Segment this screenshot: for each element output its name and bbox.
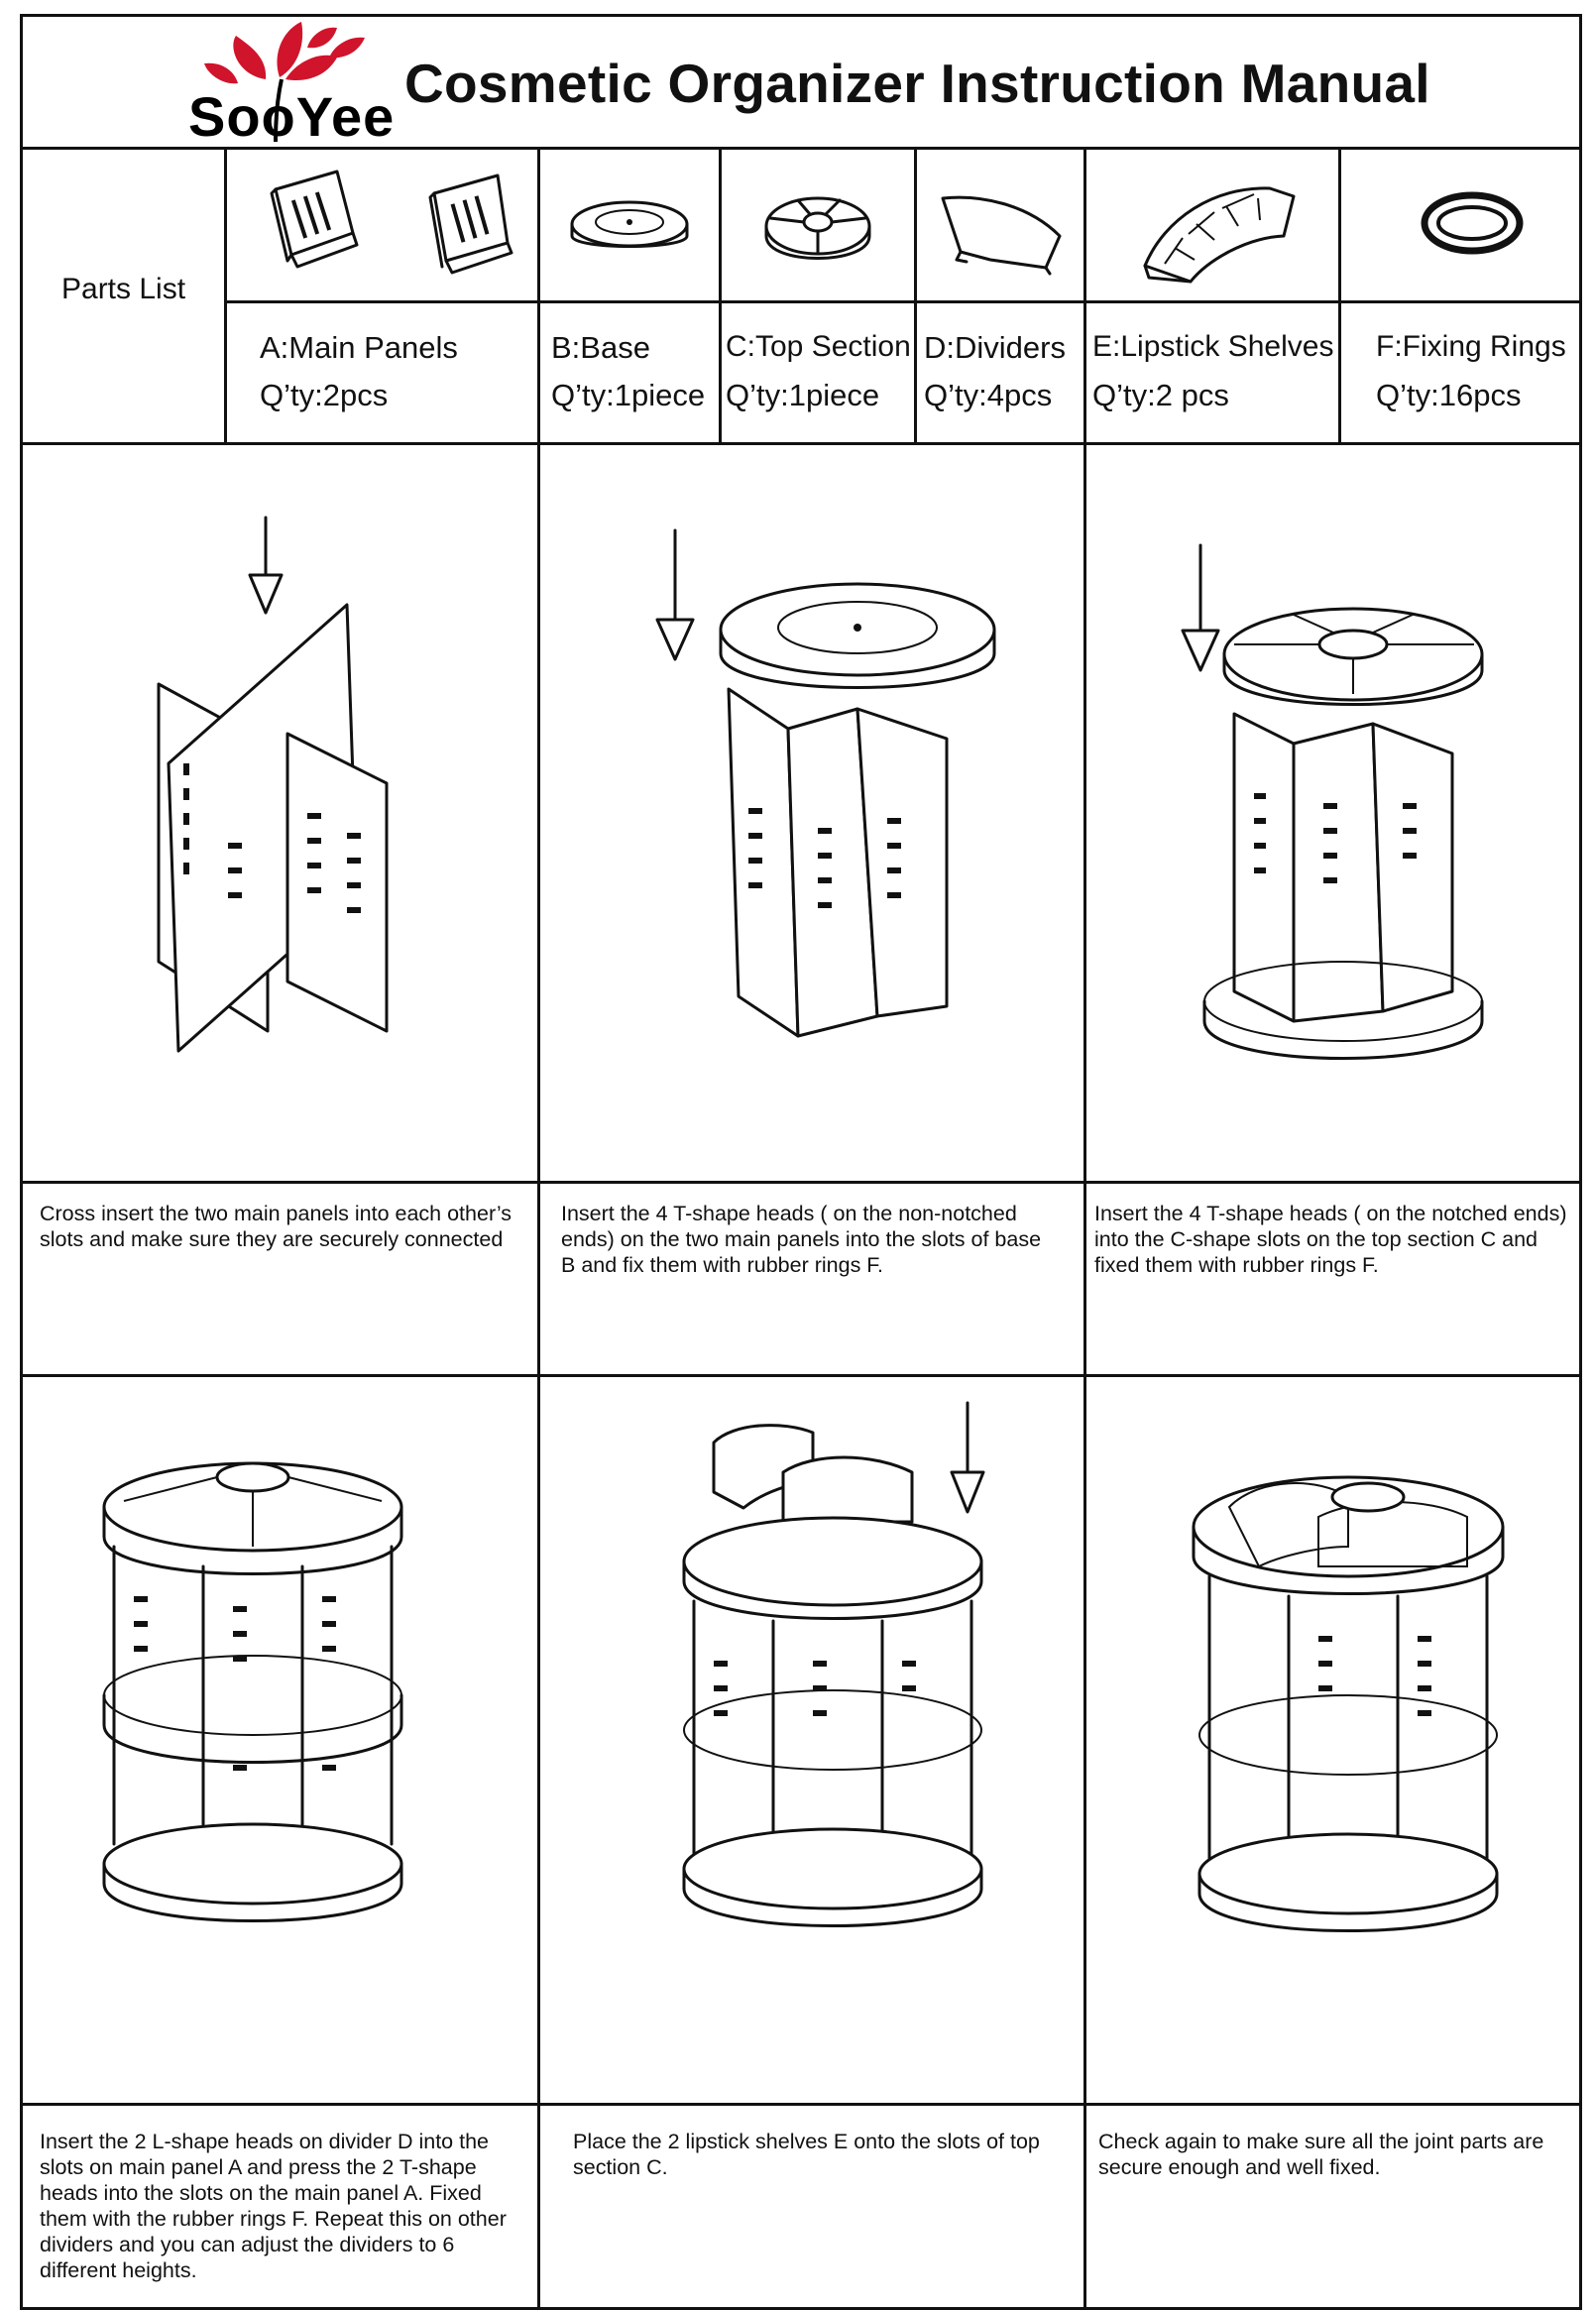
step-col-2 [1083,442,1086,2310]
step-6-illustration [1192,1475,1505,1932]
brand-name: SooYee [188,85,396,148]
parts-col-6 [1338,147,1341,444]
part-qty-e: Q’ty:2 pcs [1092,378,1229,412]
part-qty-d: Q’ty:4pcs [924,378,1053,412]
part-qty-b: Q’ty:1piece [551,378,706,412]
step-3-illustration [1181,543,1484,1060]
part-qty-f: Q’ty:16pcs [1376,378,1522,412]
step-4-text: Insert the 2 L-shape heads on divider D … [40,2130,507,2282]
manual-sheet [20,14,1582,2310]
parts-list-label: Parts List [61,273,186,305]
lipstick-shelf-icon [1143,186,1296,284]
page-title: Cosmetic Organizer Instruction Manual [404,53,1430,114]
step-5-illustration [682,1401,985,1927]
part-name-d: D:Dividers [924,330,1066,365]
brand-logo: SooYee [188,18,397,147]
parts-divider [20,442,1582,445]
step-1-illustration [157,516,389,1053]
part-name-f: F:Fixing Rings [1376,330,1566,363]
step-5-text: Place the 2 lipstick shelves E onto the … [573,2130,1040,2179]
part-qty-c: Q’ty:1piece [726,378,880,412]
header-divider [20,147,1582,150]
step-3-text: Insert the 4 T-shape heads ( on the notc… [1094,1202,1567,1277]
step-4-illustration [102,1461,403,1922]
step-6-text: Check again to make sure all the joint p… [1098,2130,1544,2179]
part-name-e: E:Lipstick Shelves [1092,330,1334,363]
row2-caption-divider [20,2103,1582,2106]
divider-icon [941,195,1062,276]
parts-icon-divider [226,300,1582,303]
parts-col-4 [914,147,917,444]
row1-caption-divider [20,1181,1582,1184]
step-2-text: Insert the 4 T-shape heads ( on the non-… [561,1202,1042,1277]
part-name-c: C:Top Section [726,330,911,363]
part-name-a: A:Main Panels [260,330,458,365]
step-col-1 [537,442,540,2310]
parts-col-3 [719,147,722,444]
parts-col-2 [537,147,540,444]
step-1-text: Cross insert the two main panels into ea… [40,1202,513,1251]
parts-col-5 [1083,147,1086,444]
part-qty-a: Q’ty:2pcs [260,378,389,412]
row-divider [20,1374,1582,1377]
base-icon [570,200,689,248]
main-panels-icon [270,170,513,275]
flower-icon [204,22,365,143]
step-2-illustration [655,528,996,1038]
part-name-b: B:Base [551,330,650,365]
top-section-icon [764,196,871,260]
parts-col-1 [224,147,227,444]
fixing-ring-icon [1421,191,1524,255]
